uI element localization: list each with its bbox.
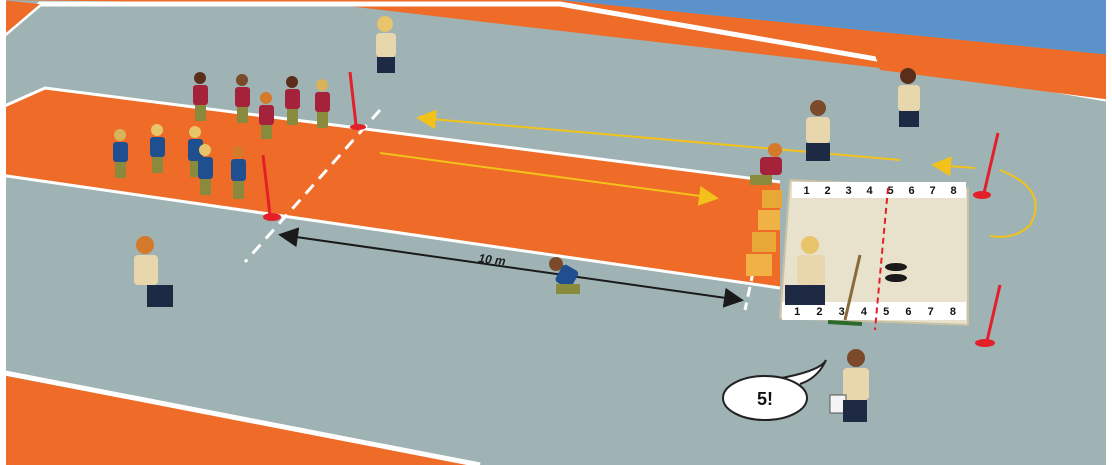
scale-bottom-number: 3: [839, 306, 845, 318]
scale-bottom-number: 1: [794, 306, 800, 318]
scale-bottom-number: 2: [816, 306, 822, 318]
scale-top-number: 3: [845, 185, 851, 197]
scale-top-number: 4: [866, 185, 873, 197]
scale-bottom-number: 4: [861, 306, 868, 318]
scale-top-number: 7: [929, 185, 935, 197]
scale-bottom-number: 6: [905, 306, 911, 318]
footprint: [885, 263, 907, 271]
speech-text: 5!: [757, 389, 773, 409]
footprint: [885, 274, 907, 282]
scale-top-number: 2: [824, 185, 830, 197]
scale-bottom-number: 7: [928, 306, 934, 318]
scale-bottom-number: 8: [950, 306, 956, 318]
scale-top-number: 8: [950, 185, 956, 197]
scale-bottom-number: 5: [883, 306, 889, 318]
scale-top-number: 6: [908, 185, 914, 197]
scale-top: [792, 182, 966, 198]
scale-top-number: 1: [803, 185, 809, 197]
